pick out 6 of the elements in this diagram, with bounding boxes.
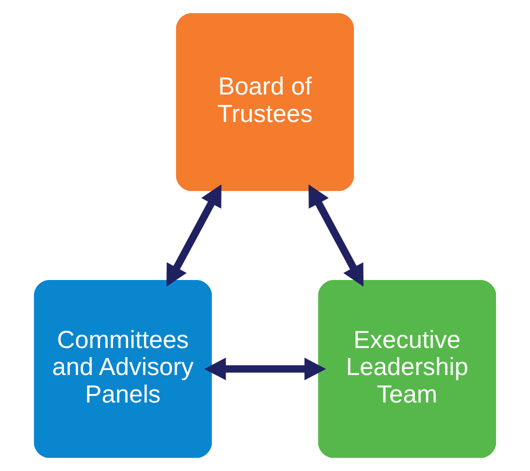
node-box: Committees and Advisory Panels <box>34 280 212 458</box>
arrow <box>166 184 222 287</box>
node-box: Board of Trustees <box>176 13 354 192</box>
arrow <box>308 184 364 287</box>
node-box: Executive Leadership Team <box>318 280 496 458</box>
arrow <box>204 358 326 380</box>
